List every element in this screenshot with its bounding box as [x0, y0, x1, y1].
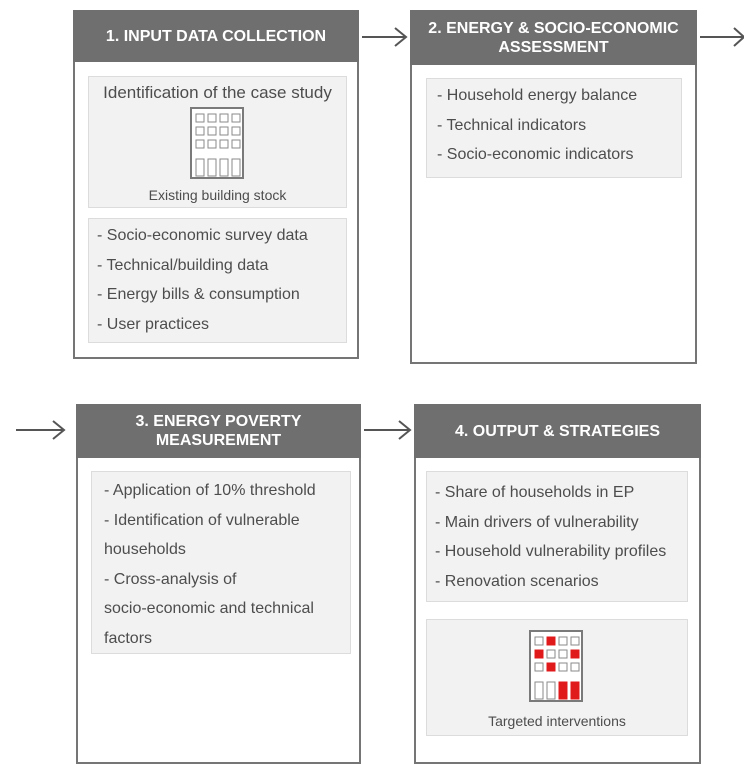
highlighted-building-icon — [529, 630, 583, 702]
step2-item: - Household energy balance — [437, 87, 638, 104]
step2-indicators-panel: - Household energy balance - Technical i… — [426, 78, 682, 178]
step4-header: 4. OUTPUT & STRATEGIES — [414, 404, 701, 458]
step2-item: - Socio-economic indicators — [437, 146, 634, 163]
step1-panel-title: Identification of the case study — [103, 83, 332, 102]
step1-title: 1. INPUT DATA COLLECTION — [105, 27, 327, 45]
step1-header: 1. INPUT DATA COLLECTION — [73, 10, 359, 62]
step1-item: - Socio-economic survey data — [97, 227, 308, 244]
step2-box — [410, 10, 697, 364]
step4-outputs-panel: - Share of households in EP - Main drive… — [426, 471, 688, 602]
step3-title-line1: 3. ENERGY POVERTY — [135, 413, 302, 430]
step3-item: socio-economic and technical — [104, 600, 314, 617]
arrow-right-icon — [700, 27, 744, 47]
step3-item: households — [104, 541, 186, 558]
step1-item: - Technical/building data — [97, 256, 269, 274]
step1-item: - Energy bills & consumption — [97, 286, 300, 303]
step4-item: - Main drivers of vulnerability — [435, 513, 639, 531]
step2-item: - Technical indicators — [437, 116, 587, 134]
step3-header: 3. ENERGY POVERTY MEASUREMENT — [76, 404, 361, 458]
step2-title-line2: ASSESSMENT — [498, 38, 609, 56]
arrow-right-icon — [362, 27, 408, 47]
step3-item: - Cross-analysis of — [104, 570, 237, 588]
step1-case-study-panel: Identification of the case study Existin… — [88, 76, 347, 208]
step4-title: 4. OUTPUT & STRATEGIES — [454, 422, 661, 440]
step3-title-line2: MEASUREMENT — [155, 432, 282, 449]
step1-item: - User practices — [97, 315, 210, 333]
building-icon — [190, 107, 244, 179]
step2-title-line1: 2. ENERGY & SOCIO-ECONOMIC — [428, 19, 679, 37]
arrow-right-icon — [16, 420, 66, 440]
step4-caption: Targeted interventions — [488, 713, 626, 729]
step3-item: factors — [104, 629, 153, 647]
arrow-right-icon — [364, 420, 412, 440]
step3-item: - Identification of vulnerable — [104, 511, 300, 529]
step3-measurement-panel: - Application of 10% threshold - Identif… — [91, 471, 351, 654]
step4-interventions-panel: Targeted interventions — [426, 619, 688, 736]
step1-caption: Existing building stock — [148, 187, 287, 203]
step4-item: - Household vulnerability profiles — [435, 543, 667, 560]
step4-item: - Share of households in EP — [435, 484, 635, 501]
step4-item: - Renovation scenarios — [435, 572, 599, 590]
step1-data-panel: - Socio-economic survey data - Technical… — [88, 218, 347, 343]
step2-header: 2. ENERGY & SOCIO-ECONOMIC ASSESSMENT — [410, 10, 697, 65]
step3-item: - Application of 10% threshold — [104, 482, 316, 499]
